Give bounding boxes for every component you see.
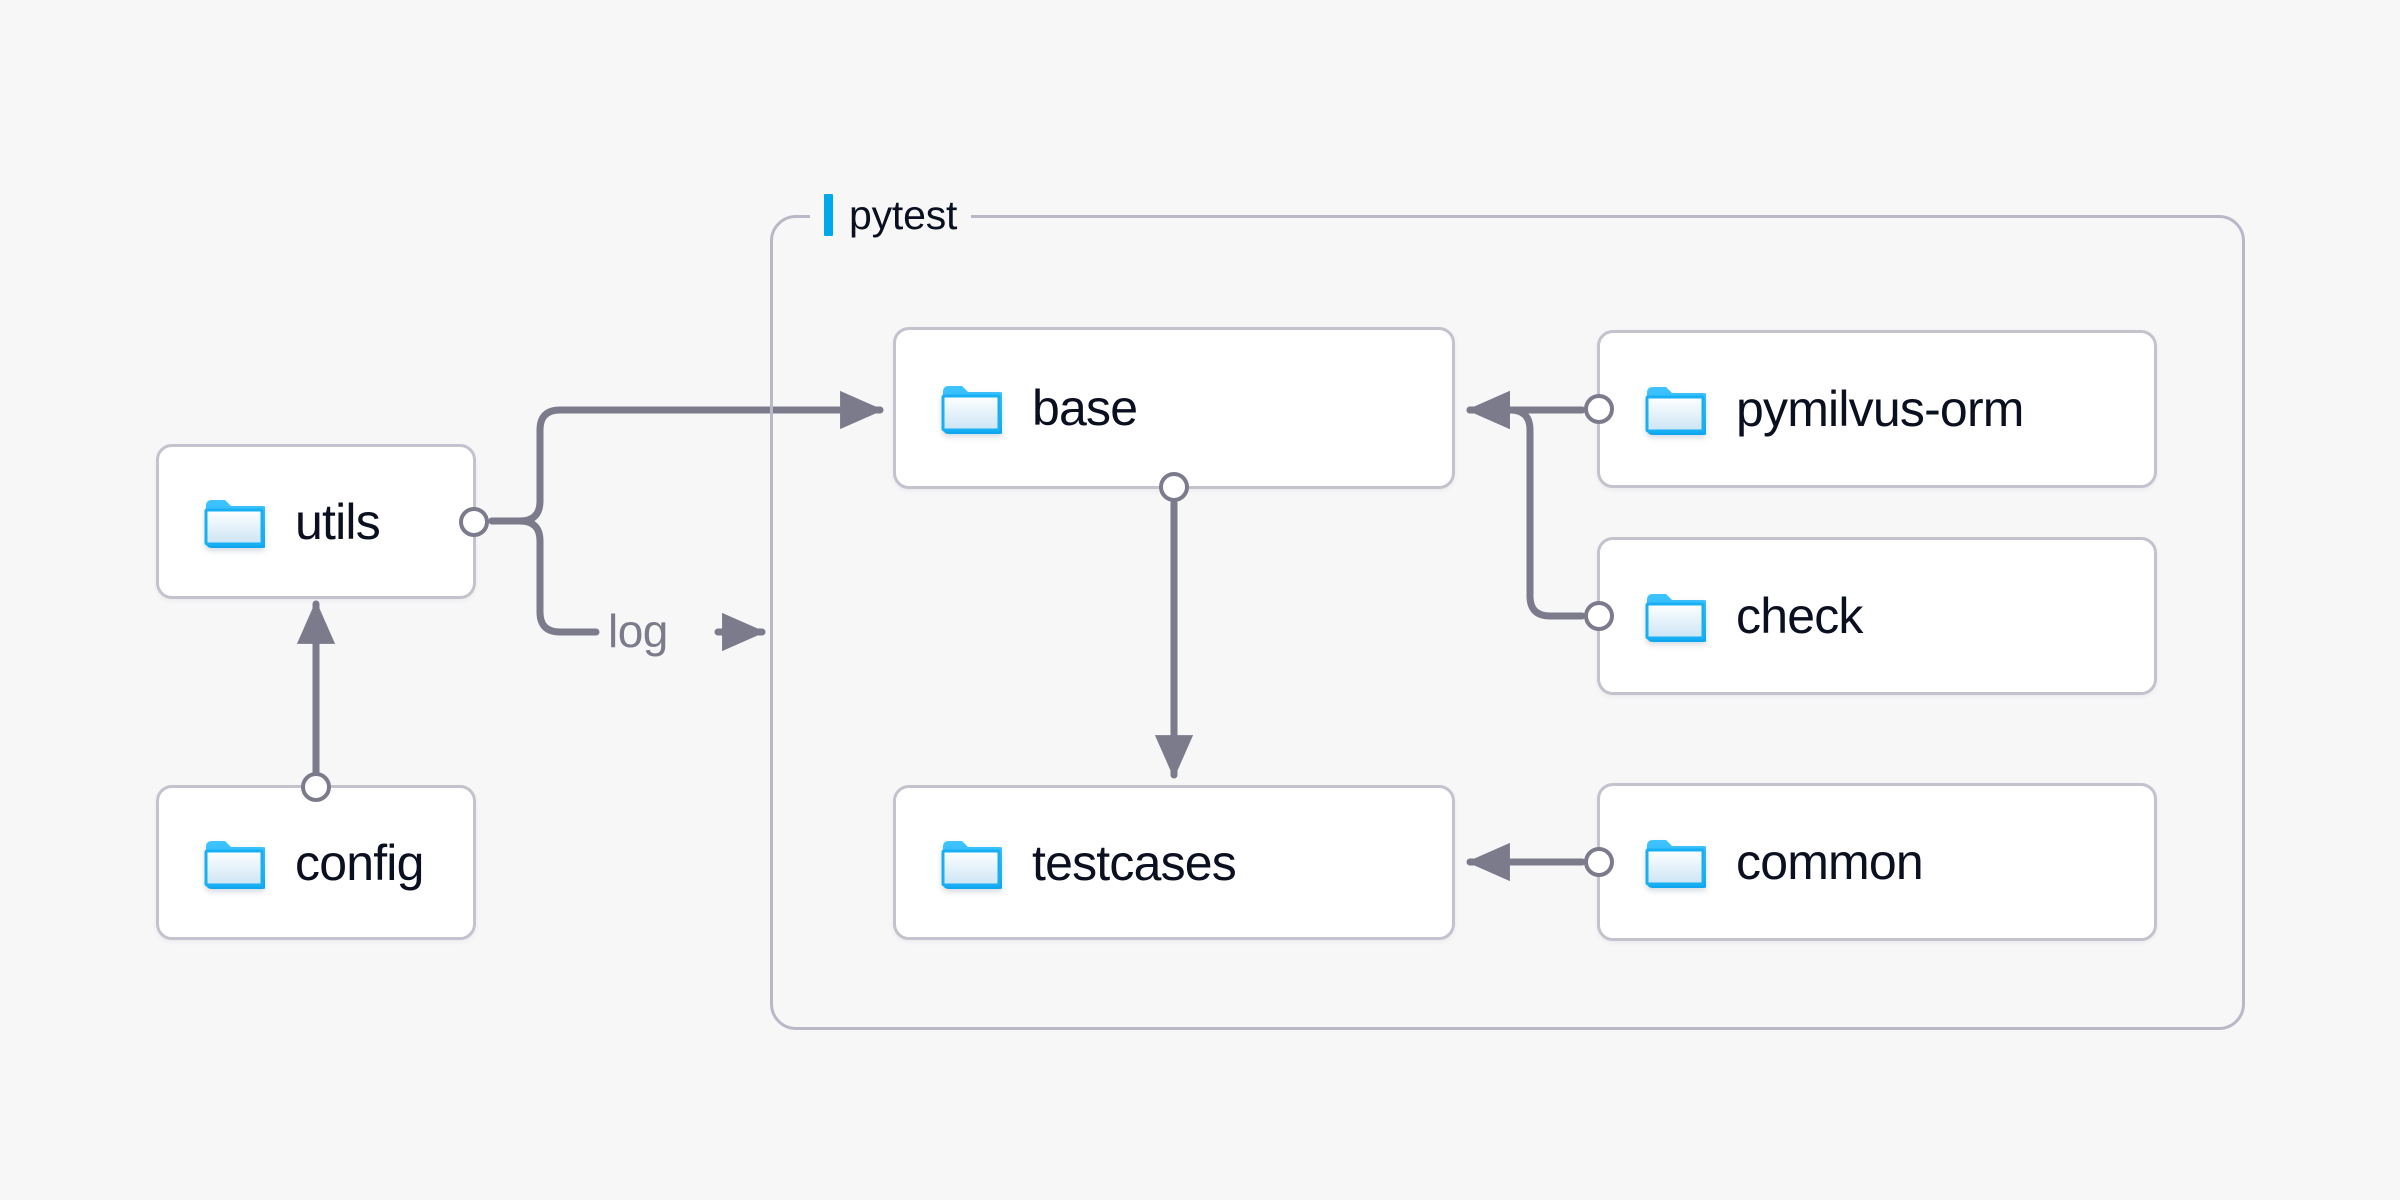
- node-check-label: check: [1736, 588, 1863, 644]
- folder-icon: [940, 837, 1005, 889]
- folder-icon: [1644, 590, 1709, 642]
- node-pymilvus-orm-content: pymilvus-orm: [1600, 383, 2024, 435]
- node-testcases-content: testcases: [896, 834, 1237, 891]
- group-pytest-label: pytest: [810, 186, 972, 244]
- node-config[interactable]: config: [156, 772, 476, 940]
- group-accent-bar: [824, 194, 833, 236]
- node-base-label: base: [1032, 380, 1138, 436]
- node-utils[interactable]: utils: [156, 444, 489, 599]
- port-check-left[interactable]: [1584, 601, 1614, 631]
- node-pymilvus-orm-label: pymilvus-orm: [1736, 381, 2024, 437]
- port-pymilvus-orm-left[interactable]: [1584, 394, 1614, 424]
- port-config-top[interactable]: [301, 772, 331, 802]
- node-base-content: base: [896, 380, 1138, 436]
- node-pymilvus-orm[interactable]: pymilvus-orm: [1584, 330, 2157, 488]
- node-config-content: config: [159, 837, 424, 889]
- node-check[interactable]: check: [1584, 537, 2157, 695]
- port-base-bottom[interactable]: [1159, 472, 1189, 502]
- node-config-label: config: [295, 834, 424, 891]
- node-common[interactable]: common: [1584, 783, 2157, 941]
- folder-icon: [1644, 383, 1709, 435]
- folder-icon: [203, 837, 268, 889]
- node-utils-content: utils: [159, 493, 381, 550]
- folder-icon: [940, 382, 1005, 434]
- node-base[interactable]: base: [893, 327, 1455, 502]
- group-pytest[interactable]: [770, 215, 2245, 1030]
- node-utils-label: utils: [295, 493, 381, 550]
- edge-utils-to-pytest-log: [488, 517, 600, 636]
- folder-icon: [1644, 836, 1709, 888]
- node-testcases[interactable]: testcases: [893, 785, 1455, 940]
- port-utils-right[interactable]: [459, 506, 489, 537]
- node-common-content: common: [1600, 834, 1924, 890]
- node-common-label: common: [1736, 834, 1924, 890]
- node-check-content: check: [1600, 590, 1863, 642]
- node-testcases-label: testcases: [1032, 834, 1237, 891]
- edge-label-log: log: [600, 608, 676, 654]
- port-common-left[interactable]: [1584, 847, 1614, 877]
- folder-icon: [203, 496, 268, 548]
- group-pytest-title: pytest: [849, 191, 958, 238]
